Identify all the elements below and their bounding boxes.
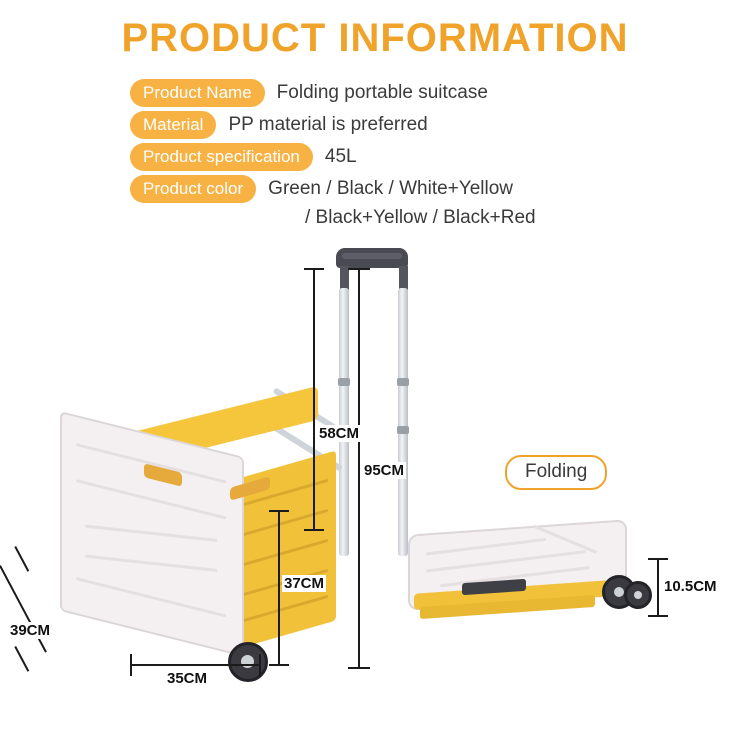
dimension-tick [648, 615, 668, 617]
dimension-line-95cm [358, 268, 360, 668]
spec-value-product-name: Folding portable suitcase [276, 82, 488, 103]
telescoping-pole-right [398, 288, 408, 556]
dimension-tick [269, 664, 289, 666]
folding-caption: Folding [505, 455, 608, 490]
pole-joint [397, 426, 409, 434]
spec-list: Product Name Folding portable suitcase M… [130, 78, 690, 234]
pole-joint [397, 378, 409, 386]
dimension-line-10-5cm [657, 558, 659, 616]
dimension-tick [14, 546, 30, 572]
page-title: PRODUCT INFORMATION [121, 16, 629, 60]
folded-rib [426, 537, 546, 556]
crate-folded [400, 515, 652, 635]
crate-open [60, 385, 336, 657]
wheel-hub [634, 591, 642, 599]
dimension-tick [348, 667, 370, 669]
spec-row: Product color Green / Black / White+Yell… [130, 174, 690, 204]
spec-row: Product specification 45L [130, 142, 690, 172]
dimension-line-58cm [313, 268, 315, 530]
spec-value-product-specification: 45L [324, 146, 357, 167]
wheel-hub [614, 587, 624, 597]
crate-rib [236, 594, 328, 625]
product-illustration: 95CM 58CM 37CM 39CM 35CM [0, 230, 750, 750]
dimension-label-37cm: 37CM [282, 575, 327, 592]
spec-value-material: PP material is preferred [228, 114, 428, 135]
dimension-label-95cm: 95CM [362, 462, 407, 479]
dimension-label-10-5cm: 10.5CM [662, 578, 719, 595]
crate-rib [76, 577, 226, 618]
crate-rib [84, 524, 218, 543]
cart-wheel [228, 642, 268, 682]
handle-grip [336, 248, 408, 268]
spec-row-continuation: / Black+Yellow / Black+Red [130, 204, 690, 232]
spec-row: Product Name Folding portable suitcase [130, 78, 690, 108]
dimension-label-35cm: 35CM [165, 670, 210, 687]
spec-label-product-color: Product color [130, 175, 257, 203]
handle-neck-left [340, 266, 349, 292]
dimension-tick [304, 268, 324, 270]
handle-neck-right [399, 266, 408, 292]
dimension-tick [130, 654, 132, 676]
dimension-tick [304, 529, 324, 531]
spec-label-product-specification: Product specification [130, 143, 313, 171]
crate-rib [84, 554, 218, 573]
dimension-tick [14, 646, 30, 672]
spec-row: Material PP material is preferred [130, 110, 690, 140]
wheel-hub [241, 655, 254, 668]
spec-label-material: Material [130, 111, 217, 139]
dimension-label-39cm: 39CM [8, 622, 53, 639]
dimension-line-35cm [130, 664, 260, 666]
dimension-line-37cm [278, 510, 280, 665]
pole-joint [338, 378, 350, 386]
folded-wheel [624, 581, 652, 609]
spec-value-product-color: Green / Black / White+Yellow [268, 178, 514, 199]
crate-side-panel [228, 450, 336, 652]
dimension-tick [259, 654, 261, 676]
dimension-tick [648, 558, 668, 560]
dimension-tick [269, 510, 289, 512]
dimension-label-58cm: 58CM [317, 425, 362, 442]
telescoping-pole-left [339, 288, 349, 556]
dimension-line-39cm [0, 565, 47, 653]
crate-rib [236, 538, 328, 569]
crate-front-panel [60, 411, 244, 657]
crate-rib [76, 479, 226, 520]
spec-label-product-name: Product Name [130, 79, 265, 107]
spec-value-product-color-line2: / Black+Yellow / Black+Red [305, 207, 536, 228]
dimension-tick [348, 268, 370, 270]
